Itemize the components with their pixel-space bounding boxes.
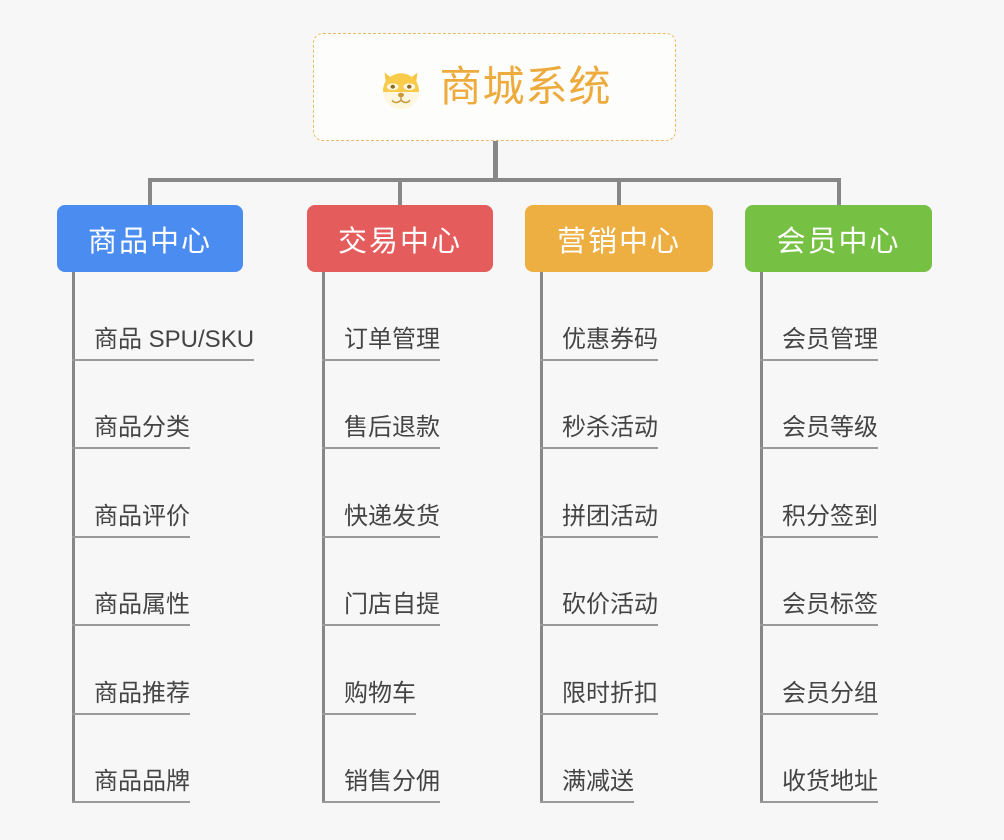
list-item[interactable]: 购物车: [322, 626, 547, 715]
list-item[interactable]: 门店自提: [322, 538, 547, 626]
list-item[interactable]: 拼团活动: [540, 449, 765, 538]
category-title: 交易中心: [337, 225, 462, 258]
leaf-underline: [72, 624, 190, 626]
leaf-label: 商品品牌: [94, 768, 190, 796]
connector-bus: [148, 178, 841, 182]
leaf-label: 商品分类: [94, 414, 190, 442]
list-item[interactable]: 优惠券码: [540, 272, 765, 361]
leaf-label: 收货地址: [782, 768, 878, 796]
list-item[interactable]: 商品推荐: [72, 626, 297, 715]
category-title: 营销中心: [556, 225, 681, 258]
leaf-underline: [540, 535, 658, 538]
leaf-underline: [72, 535, 190, 538]
list-item[interactable]: 销售分佣: [322, 715, 547, 803]
category-title: 会员中心: [776, 225, 901, 258]
leaf-underline: [760, 447, 878, 449]
connector-drop-3: [617, 178, 621, 206]
leaf-label: 购物车: [344, 679, 416, 707]
leaf-underline: [760, 535, 878, 538]
leaf-label: 秒杀活动: [562, 414, 658, 442]
leaf-label: 商品属性: [94, 591, 190, 619]
leaf-underline: [322, 712, 416, 715]
leaf-underline: [72, 358, 254, 361]
category-column-member: 会员中心 会员管理 会员等级 积分签到 会员标签 会员分组: [745, 205, 985, 803]
leaf-label: 商品评价: [94, 502, 190, 530]
list-item[interactable]: 商品属性: [72, 538, 297, 626]
leaf-underline: [540, 801, 634, 803]
leaf-underline: [540, 358, 658, 361]
list-item[interactable]: 商品品牌: [72, 715, 297, 803]
list-item[interactable]: 积分签到: [760, 449, 985, 538]
list-item[interactable]: 商品 SPU/SKU: [72, 272, 297, 361]
connector-root-stem: [493, 141, 498, 181]
list-item[interactable]: 售后退款: [322, 361, 547, 449]
leaf-label: 拼团活动: [562, 502, 658, 530]
leaf-list-trade: 订单管理 售后退款 快递发货 门店自提 购物车 销售分佣: [322, 272, 547, 803]
leaf-label: 限时折扣: [562, 679, 658, 707]
category-header-trade[interactable]: 交易中心: [307, 205, 493, 272]
connector-drop-2: [398, 178, 402, 206]
category-header-member[interactable]: 会员中心: [745, 205, 932, 272]
leaf-underline: [322, 358, 440, 361]
list-item[interactable]: 限时折扣: [540, 626, 765, 715]
list-item[interactable]: 收货地址: [760, 715, 985, 803]
list-item[interactable]: 秒杀活动: [540, 361, 765, 449]
category-title: 商品中心: [87, 225, 212, 258]
leaf-label: 会员管理: [782, 325, 878, 353]
category-column-product: 商品中心 商品 SPU/SKU 商品分类 商品评价 商品属性 商品推荐: [57, 205, 297, 803]
list-item[interactable]: 商品评价: [72, 449, 297, 538]
leaf-underline: [760, 358, 878, 361]
root-node[interactable]: 商城系统: [313, 33, 676, 141]
leaf-underline: [322, 801, 440, 803]
list-item[interactable]: 满减送: [540, 715, 765, 803]
category-header-product[interactable]: 商品中心: [57, 205, 243, 272]
leaf-underline: [72, 801, 190, 803]
list-item[interactable]: 会员标签: [760, 538, 985, 626]
leaf-list-marketing: 优惠券码 秒杀活动 拼团活动 砍价活动 限时折扣 满减送: [540, 272, 765, 803]
leaf-label: 快递发货: [344, 502, 440, 530]
leaf-label: 会员等级: [782, 414, 878, 442]
shiba-inu-icon: [377, 65, 425, 113]
leaf-list-product: 商品 SPU/SKU 商品分类 商品评价 商品属性 商品推荐 商品品牌: [72, 272, 297, 803]
leaf-underline: [540, 447, 658, 449]
leaf-underline: [322, 447, 440, 449]
leaf-label: 商品推荐: [94, 679, 190, 707]
leaf-label: 优惠券码: [562, 325, 658, 353]
list-item[interactable]: 订单管理: [322, 272, 547, 361]
leaf-label: 会员分组: [782, 679, 878, 707]
leaf-label: 砍价活动: [562, 591, 658, 619]
leaf-label: 订单管理: [344, 325, 440, 353]
connector-drop-4: [837, 178, 841, 206]
leaf-underline: [322, 535, 440, 538]
leaf-label: 积分签到: [782, 502, 878, 530]
category-column-marketing: 营销中心 优惠券码 秒杀活动 拼团活动 砍价活动 限时折扣: [525, 205, 765, 803]
leaf-underline: [72, 712, 190, 715]
category-column-trade: 交易中心 订单管理 售后退款 快递发货 门店自提 购物车: [307, 205, 547, 803]
leaf-underline: [760, 712, 878, 715]
leaf-underline: [540, 712, 658, 715]
leaf-list-member: 会员管理 会员等级 积分签到 会员标签 会员分组 收货地址: [760, 272, 985, 803]
leaf-label: 商品 SPU/SKU: [94, 325, 255, 353]
leaf-label: 销售分佣: [344, 768, 440, 796]
leaf-underline: [760, 801, 878, 803]
list-item[interactable]: 会员等级: [760, 361, 985, 449]
leaf-underline: [72, 447, 190, 449]
list-item[interactable]: 商品分类: [72, 361, 297, 449]
connector-drop-1: [148, 178, 152, 206]
leaf-underline: [540, 624, 658, 626]
leaf-label: 售后退款: [344, 414, 440, 442]
root-title: 商城系统: [439, 63, 612, 110]
list-item[interactable]: 会员分组: [760, 626, 985, 715]
leaf-label: 会员标签: [782, 591, 878, 619]
leaf-label: 门店自提: [344, 591, 440, 619]
leaf-underline: [760, 624, 878, 626]
leaf-label: 满减送: [562, 768, 634, 796]
list-item[interactable]: 砍价活动: [540, 538, 765, 626]
category-header-marketing[interactable]: 营销中心: [525, 205, 713, 272]
list-item[interactable]: 快递发货: [322, 449, 547, 538]
list-item[interactable]: 会员管理: [760, 272, 985, 361]
leaf-underline: [322, 624, 440, 626]
